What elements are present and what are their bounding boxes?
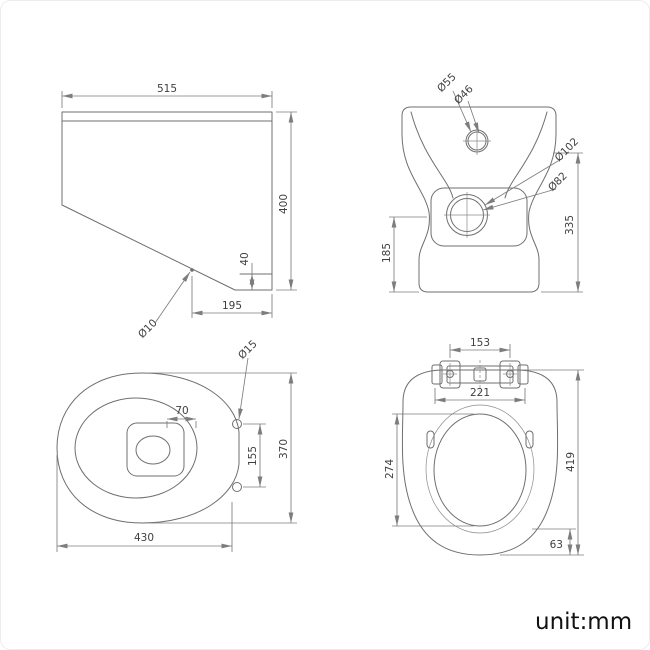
unit-label: unit:mm (535, 609, 632, 635)
dim-label: 185 (381, 243, 393, 263)
seat-view-dimensions (392, 344, 584, 556)
dim-label: 153 (470, 337, 490, 349)
leader-line-outlet-outer (484, 157, 564, 206)
dim-label: 370 (278, 439, 290, 459)
bowl-inner-curve-left (410, 111, 454, 199)
outlet-shroud (430, 187, 528, 247)
dim-label: 40 (239, 252, 251, 265)
dim-label: 221 (470, 387, 490, 399)
dim-label: 155 (247, 446, 259, 466)
dim-label: 515 (157, 83, 177, 95)
side-view-dimensions (61, 91, 297, 324)
seat-view-outline (401, 360, 559, 556)
leader-line-inlet-inner (467, 100, 480, 134)
dim-label: 419 (565, 452, 577, 472)
hinge-block-right (499, 360, 521, 389)
leader-line-inlet-outer (452, 90, 472, 133)
dim-label: 274 (384, 459, 396, 479)
leader-line-outlet-inner (482, 188, 557, 211)
pan-side-profile (61, 111, 273, 291)
dim-label: 195 (222, 300, 242, 312)
outlet-opening (135, 435, 171, 465)
plan-view-dimensions (56, 357, 297, 552)
seat-centerlines (443, 360, 517, 392)
seat-view: 153 221 274 419 63 (384, 337, 584, 556)
seat-ring-inner (425, 404, 535, 534)
bumper-slot-left (426, 430, 435, 449)
seat-opening (433, 413, 527, 527)
bumper-slot-right (525, 430, 534, 449)
dim-label: 63 (550, 539, 563, 551)
hinge-wing-left (431, 364, 443, 385)
plan-view-outline (56, 372, 242, 524)
dim-label: 335 (564, 215, 576, 235)
front-view-dimensions (389, 90, 583, 293)
dim-label: 70 (175, 405, 188, 417)
side-fixing-hole (190, 268, 194, 272)
hinge-wing-right (517, 364, 529, 385)
dim-label: 430 (134, 532, 154, 544)
leader-line-hole (154, 271, 191, 324)
seat-outline (401, 369, 559, 556)
side-view-outline (61, 111, 273, 291)
bowl-rim-inner (74, 397, 198, 499)
fixing-hole-bottom (232, 482, 242, 492)
hinge-block-left (439, 360, 461, 389)
pan-front-profile (401, 106, 557, 293)
outlet-recess (126, 422, 185, 477)
fixing-hole-top (232, 419, 242, 429)
pan-plan-outline (56, 372, 240, 524)
dim-label: 400 (278, 194, 290, 214)
leader-line-fixing-hole (238, 357, 249, 420)
